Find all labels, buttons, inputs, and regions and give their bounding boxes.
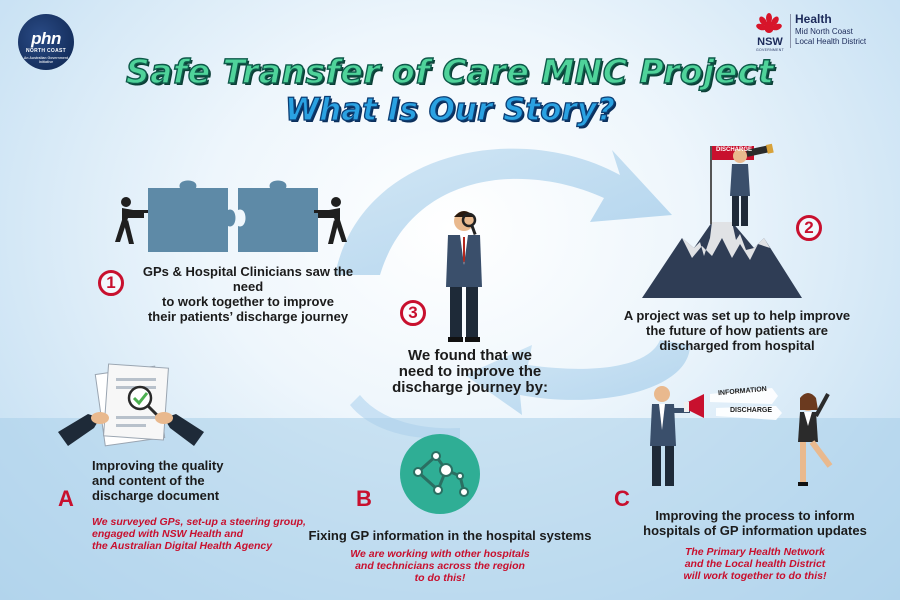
item-a-line-3: discharge document xyxy=(92,488,220,503)
waratah-icon xyxy=(756,13,782,33)
item-c-line-1: Improving the process to inform xyxy=(655,508,855,523)
item-a-letter: A xyxy=(58,486,74,511)
item-c-note: The Primary Health Network and the Local… xyxy=(640,546,870,582)
step-3-line-1: We found that we xyxy=(408,347,532,364)
item-c-note-2: and the Local health District xyxy=(684,558,826,570)
district-line-1: Mid North Coast xyxy=(795,27,853,36)
step-1-badge: 1 xyxy=(98,270,124,296)
step-3-text: We found that we need to improve the dis… xyxy=(380,348,560,396)
step-2-text: A project was set up to help improve the… xyxy=(618,308,856,353)
woman-figure xyxy=(798,393,833,486)
document-illustration xyxy=(58,363,204,447)
megaphone-illustration xyxy=(650,386,833,486)
checkmark-icon xyxy=(132,392,149,406)
megaphone-man xyxy=(650,386,704,486)
step-2-line-3: discharged from hospital xyxy=(659,338,815,353)
item-b-text: Fixing GP information in the hospital sy… xyxy=(308,528,592,543)
logo-divider xyxy=(790,14,791,48)
puzzle-piece-right xyxy=(238,180,318,252)
nsw-health-logo: NSW GOVERNMENT Health Mid North Coast Lo… xyxy=(752,10,892,52)
item-a-line-2: and content of the xyxy=(92,473,205,488)
item-a-note-2: engaged with NSW Health and xyxy=(92,528,244,540)
item-b-note: We are working with other hospitals and … xyxy=(320,548,560,584)
item-c-text: Improving the process to inform hospital… xyxy=(630,508,880,538)
mountain-illustration xyxy=(642,143,802,298)
step-3-badge: 3 xyxy=(400,300,426,326)
item-b-note-2: and technicians across the region xyxy=(355,560,525,572)
step-1-line-2: to work together to improve xyxy=(162,294,334,309)
item-b-note-3: to do this! xyxy=(414,572,466,584)
step-2-badge: 2 xyxy=(796,215,822,241)
health-text: Health xyxy=(795,12,832,26)
district-line-2: Local Health District xyxy=(795,37,867,46)
item-c-letter: C xyxy=(614,486,630,511)
network-illustration xyxy=(400,434,480,514)
phn-logo-text: phn xyxy=(31,29,61,48)
phn-logo: phn NORTH COAST An Australian Government… xyxy=(18,14,74,70)
phn-logo-tagline: An Australian Government Initiative xyxy=(23,56,69,64)
item-b-note-1: We are working with other hospitals xyxy=(350,548,530,560)
step-1-line-3: their patients’ discharge journey xyxy=(147,309,349,324)
puzzle-piece-left xyxy=(148,180,236,252)
step-1-text: GPs & Hospital Clinicians saw the need t… xyxy=(128,264,368,324)
item-a-note: We surveyed GPs, set-up a steering group… xyxy=(92,516,332,552)
step-3-line-2: need to improve the xyxy=(398,363,542,380)
megaphone-text-2: DISCHARGE xyxy=(730,407,773,414)
step-2-line-1: A project was set up to help improve xyxy=(623,308,851,323)
step-3-line-3: discharge journey by: xyxy=(392,379,548,396)
item-c-note-1: The Primary Health Network xyxy=(684,546,826,558)
megaphone-icon xyxy=(688,394,704,418)
pushing-man-right xyxy=(314,197,347,244)
investigator-illustration xyxy=(446,211,482,342)
phn-logo-subtext: NORTH COAST xyxy=(26,48,66,54)
discharge-flag-text: DISCHARGE xyxy=(716,147,753,153)
step-2-line-2: the future of how patients are xyxy=(645,323,828,338)
item-b-letter: B xyxy=(356,486,372,511)
item-a-note-3: the Australian Digital Health Agency xyxy=(92,540,273,552)
item-a-line-1: Improving the quality xyxy=(92,458,224,473)
sub-title: What Is Our Story? xyxy=(284,91,615,128)
puzzle-illustration xyxy=(115,180,347,252)
pushing-man-left xyxy=(115,197,148,244)
lookout-man xyxy=(730,143,774,226)
item-a-text: Improving the quality and content of the… xyxy=(92,458,272,503)
nsw-text: NSW xyxy=(757,36,783,48)
item-c-note-3: will work together to do this! xyxy=(683,570,827,582)
step-1-line-1: GPs & Hospital Clinicians saw the need xyxy=(142,264,354,294)
network-icon xyxy=(413,451,469,497)
nsw-government-text: GOVERNMENT xyxy=(755,48,785,52)
item-a-note-1: We surveyed GPs, set-up a steering group… xyxy=(92,516,306,528)
main-title: Safe Transfer of Care MNC Project xyxy=(125,51,775,91)
item-c-line-2: hospitals of GP information updates xyxy=(643,523,867,538)
